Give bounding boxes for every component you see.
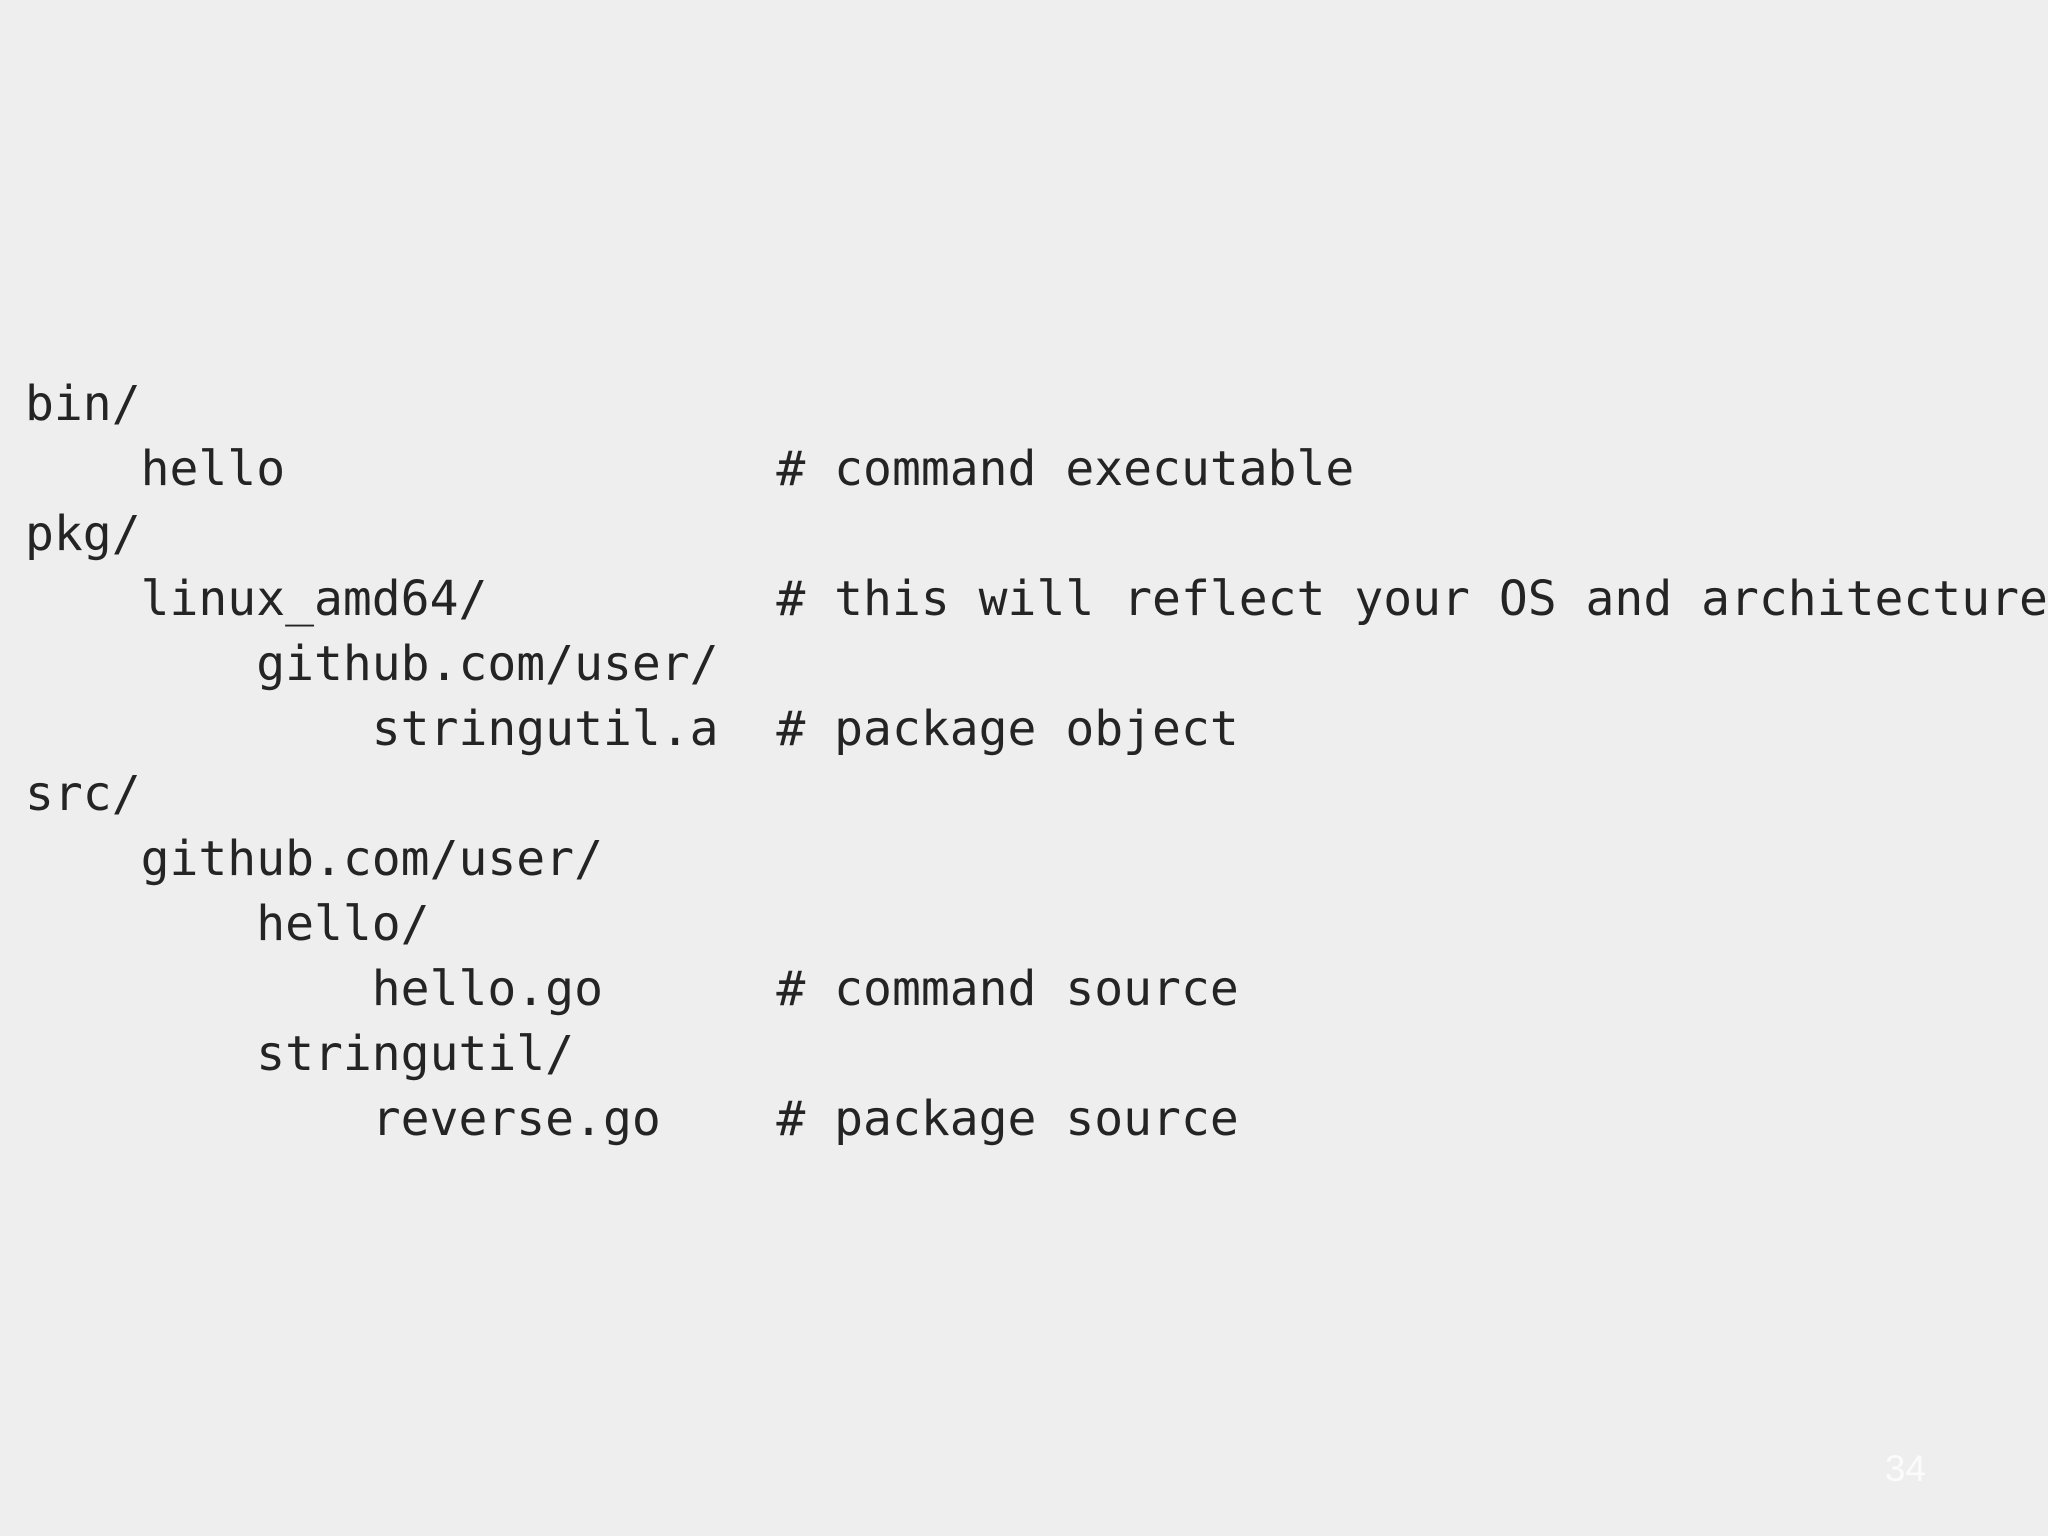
code-line: github.com/user/ [25,831,603,887]
code-line: hello # command executable [25,441,1355,497]
code-line: hello/ [25,896,430,952]
code-line: github.com/user/ [25,636,719,692]
code-line: linux_amd64/ # this will reflect your OS… [25,571,2048,627]
code-line: bin/ [25,376,141,432]
code-line: pkg/ [25,506,141,562]
code-line: stringutil.a # package object [25,701,1239,757]
code-line: hello.go # command source [25,961,1239,1017]
code-line: reverse.go # package source [25,1091,1239,1147]
page-number: 34 [1884,1448,1926,1489]
code-line: stringutil/ [25,1026,575,1082]
directory-tree: bin/ hello # command executable pkg/ linu… [25,372,2048,1152]
code-line: src/ [25,766,141,822]
